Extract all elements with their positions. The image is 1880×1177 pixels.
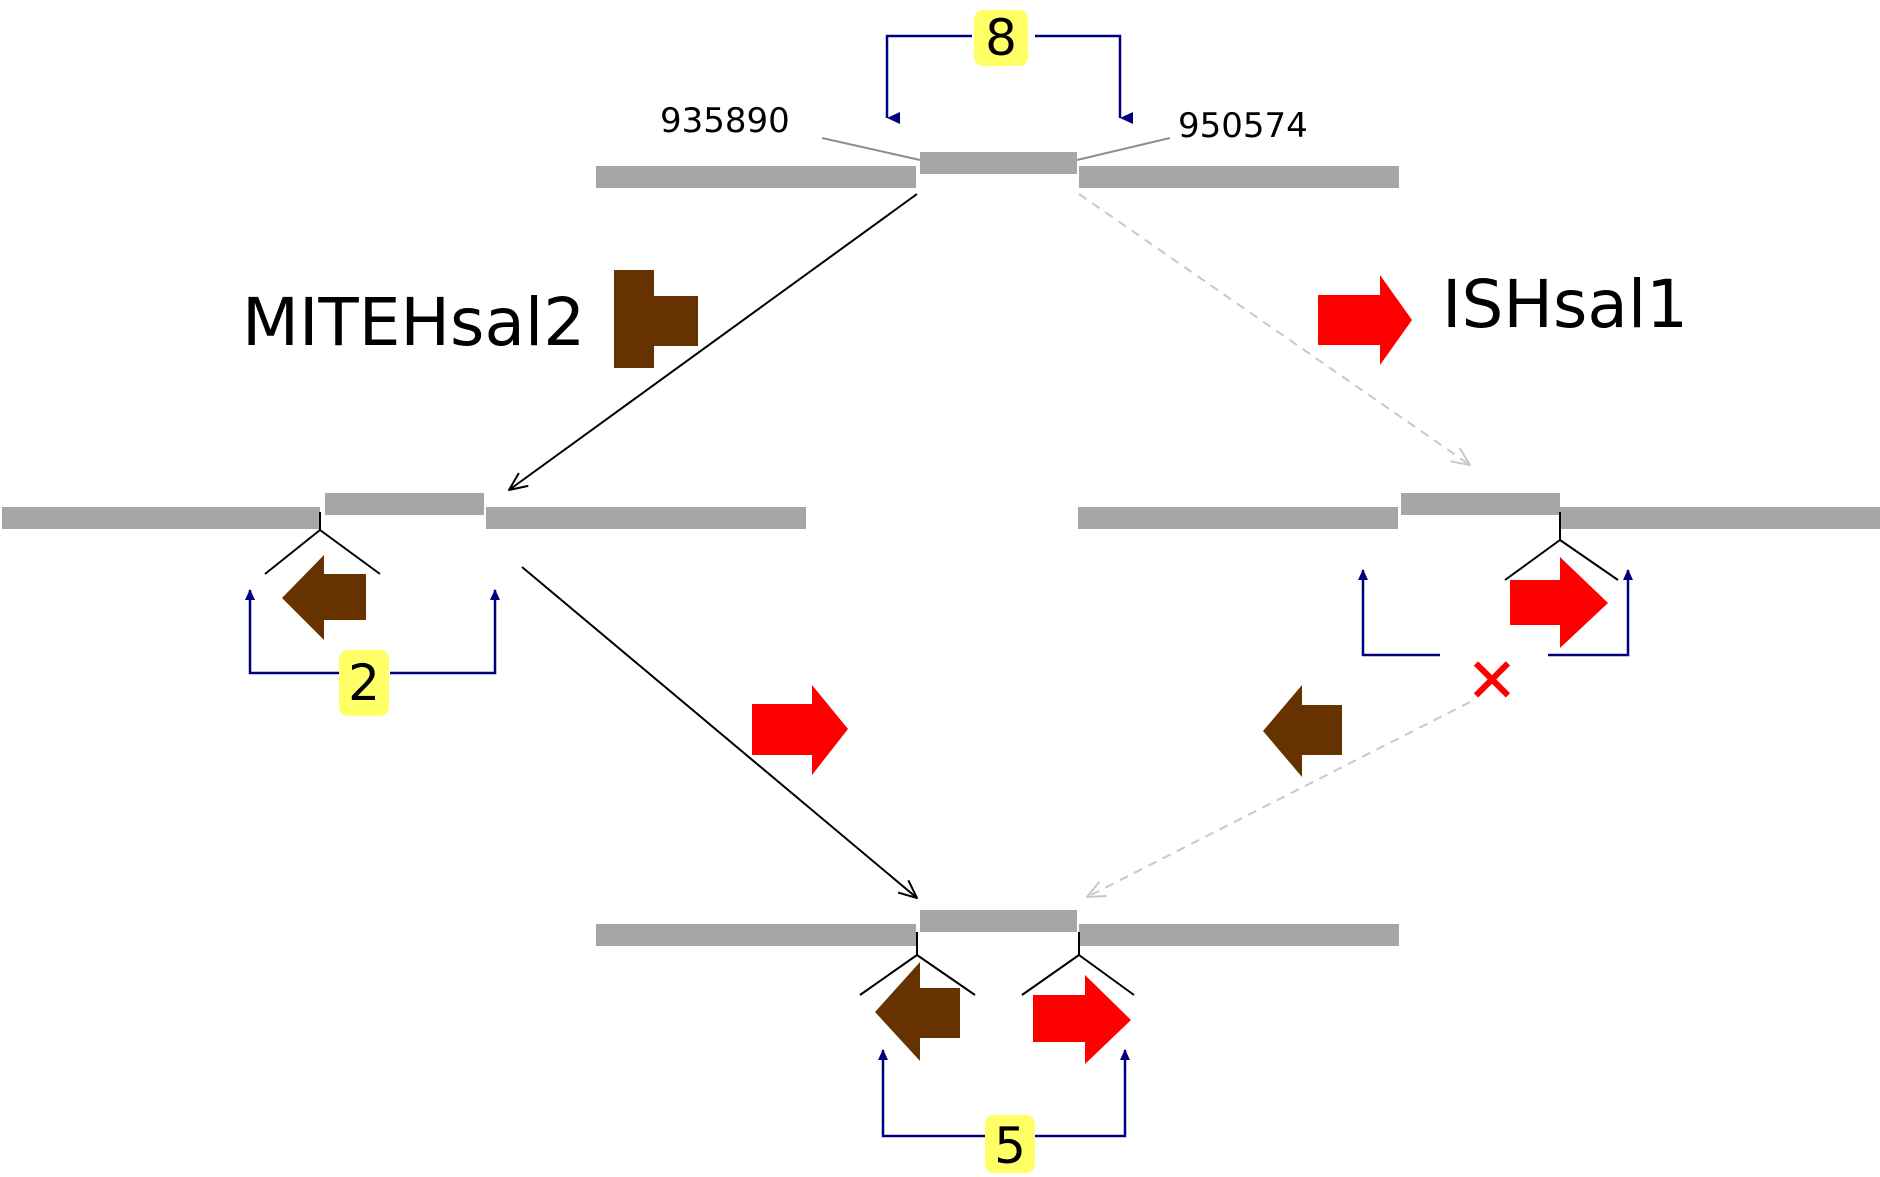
bottom-count: 5 bbox=[994, 1117, 1026, 1175]
mid-right-chromosome-right bbox=[1560, 507, 1880, 529]
left-coordinate-label: 935890 bbox=[660, 101, 790, 141]
mid-left-bracket-left bbox=[245, 589, 340, 675]
top-locus: 935890 950574 8 bbox=[596, 9, 1399, 188]
right-coordinate-label: 950574 bbox=[1178, 106, 1308, 146]
is-legend-arrow bbox=[1318, 275, 1412, 365]
mite-label: MITEHsal2 bbox=[242, 284, 585, 361]
bottom-target-region bbox=[920, 910, 1077, 932]
absent-pcr-marker: ✕ bbox=[1466, 644, 1518, 717]
mid-right-target-region bbox=[1401, 493, 1560, 515]
mid-left-insertion-site bbox=[264, 512, 381, 575]
bottom-chromosome-right bbox=[1079, 924, 1399, 946]
mid-left-target-region bbox=[325, 493, 484, 515]
left-coordinate-pointer bbox=[821, 137, 921, 161]
mid-right-bracket-left bbox=[1358, 569, 1440, 657]
mid-left-count-badge bbox=[339, 650, 389, 716]
top-bracket-right bbox=[1035, 34, 1133, 124]
mid-right-insertion-site bbox=[1504, 512, 1619, 581]
mite-arrow-head bbox=[614, 270, 653, 368]
mid-left-mite-arrow bbox=[282, 555, 366, 640]
top-count: 8 bbox=[985, 9, 1017, 67]
mid-right-chromosome-left bbox=[1078, 507, 1398, 529]
is-label: ISHsal1 bbox=[1442, 266, 1688, 343]
bottom-bracket-left bbox=[878, 1049, 988, 1138]
bottom-count-badge bbox=[985, 1115, 1035, 1173]
path-is-to-bottom bbox=[1087, 701, 1471, 897]
bottom-is-arrow bbox=[1033, 975, 1131, 1064]
mid-left-bracket-right bbox=[390, 589, 500, 675]
bottom-right-insertion-site bbox=[1021, 932, 1135, 996]
mid-left-chromosome-right bbox=[486, 507, 806, 529]
bottom-mite-arrow bbox=[875, 962, 960, 1061]
path-mite-is-arrow bbox=[752, 685, 848, 775]
bottom-bracket-right bbox=[1033, 1049, 1130, 1138]
path-is-mite-arrow bbox=[1263, 685, 1342, 777]
top-count-badge bbox=[974, 10, 1028, 66]
top-target-region bbox=[920, 152, 1077, 174]
mite-insertion-locus: 2 bbox=[2, 493, 806, 716]
top-chromosome-right bbox=[1079, 166, 1399, 188]
top-chromosome-left bbox=[596, 166, 916, 188]
right-coordinate-pointer bbox=[1076, 137, 1171, 161]
bottom-left-insertion-site bbox=[859, 932, 976, 996]
path-mite-to-bottom bbox=[521, 566, 917, 898]
mid-right-bracket-right bbox=[1548, 569, 1633, 657]
is-insertion-locus: ✕ bbox=[1078, 493, 1880, 717]
bottom-chromosome-left bbox=[596, 924, 916, 946]
mid-right-is-arrow bbox=[1510, 557, 1608, 648]
top-bracket-left bbox=[885, 34, 972, 124]
mid-left-chromosome-left bbox=[2, 507, 320, 529]
path-top-to-is bbox=[1078, 193, 1470, 465]
mite-arrow-body bbox=[651, 296, 698, 346]
bottom-locus: 5 bbox=[596, 910, 1399, 1175]
path-top-to-mite bbox=[509, 193, 918, 490]
mid-left-count: 2 bbox=[348, 654, 380, 712]
